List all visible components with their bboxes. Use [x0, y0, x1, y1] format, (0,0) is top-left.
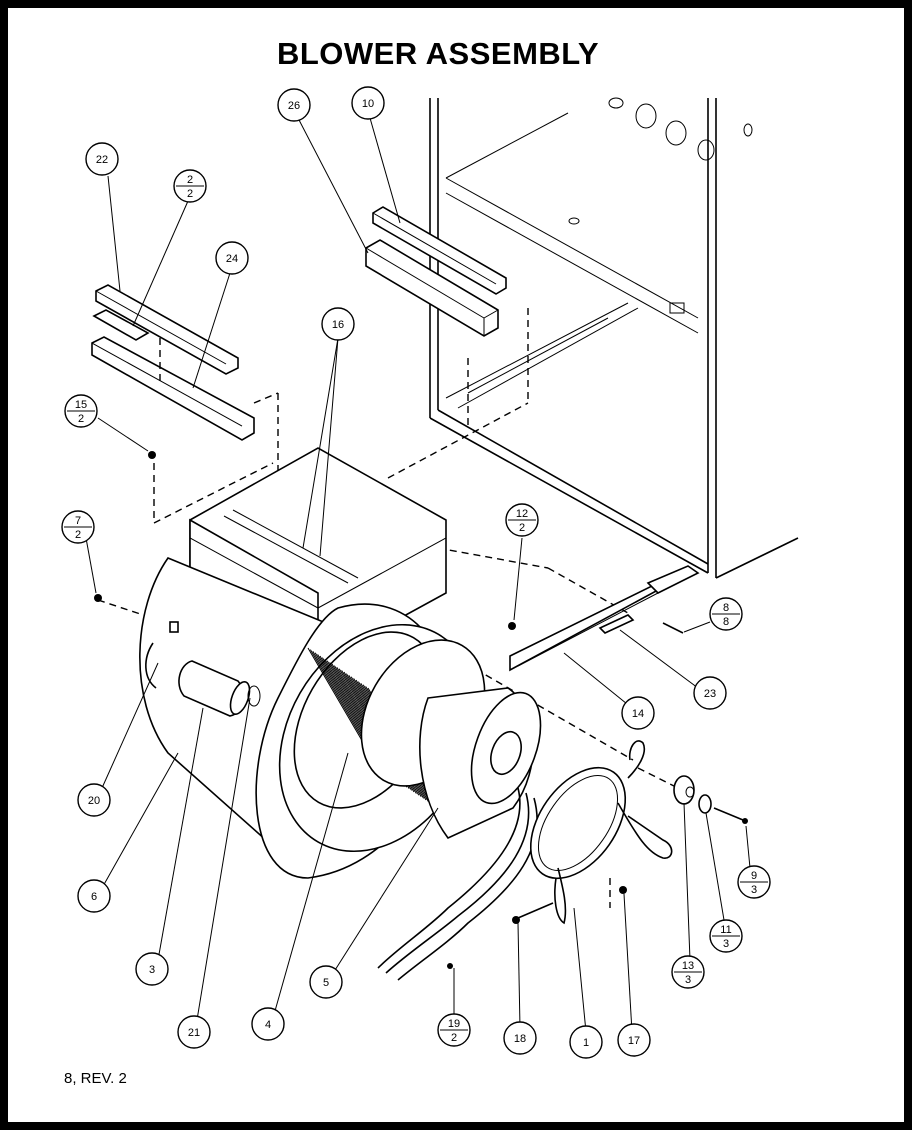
callout-26: 26	[277, 88, 311, 122]
callout-4: 4	[251, 1007, 285, 1041]
callout-6: 6	[77, 879, 111, 913]
callout-11-3-number: 11	[720, 924, 731, 936]
exploded-view-drawing: 22 22 24 26 10 16 152 72 122 88 23 14 20…	[61, 86, 799, 1059]
callout-7-2-number: 7	[75, 515, 81, 527]
callout-4-number: 4	[265, 1019, 271, 1031]
callout-26-number: 26	[288, 100, 300, 112]
callout-18-number: 18	[514, 1033, 526, 1045]
callout-9-3: 93	[737, 865, 771, 899]
callout-7-2-sheet: 2	[75, 529, 81, 541]
callout-5: 5	[309, 965, 343, 999]
callout-2-2-number: 2	[187, 174, 193, 186]
callout-14-number: 14	[632, 708, 644, 720]
callout-13-3-sheet: 3	[685, 974, 691, 986]
callout-17-number: 17	[628, 1035, 640, 1047]
callout-19-2-sheet: 2	[451, 1032, 457, 1044]
fasteners	[94, 451, 684, 969]
bushing-washer-bolt	[673, 775, 748, 824]
callout-8-8-number: 8	[723, 602, 729, 614]
callout-24-number: 24	[226, 253, 238, 265]
callout-11-3-sheet: 3	[723, 938, 729, 950]
callout-22: 22	[85, 142, 119, 176]
callout-2-2-sheet: 2	[187, 188, 193, 200]
callout-20: 20	[77, 783, 111, 817]
cabinet	[429, 97, 799, 579]
callout-3-number: 3	[149, 964, 155, 976]
callout-14: 14	[621, 696, 655, 730]
motor	[377, 687, 542, 981]
callout-15-2-number: 15	[75, 399, 87, 411]
callout-8-8: 88	[709, 597, 743, 631]
callout-19-2-number: 19	[448, 1018, 460, 1030]
leader-lines	[85, 117, 751, 1033]
callout-16: 16	[321, 307, 355, 341]
callout-17: 17	[617, 1023, 651, 1057]
callout-9-3-sheet: 3	[751, 884, 757, 896]
capacitor	[145, 621, 261, 717]
callout-16-number: 16	[332, 319, 344, 331]
callout-22-number: 22	[96, 154, 108, 166]
callout-12-2-sheet: 2	[519, 522, 525, 534]
callout-21: 21	[177, 1015, 211, 1049]
callout-5-number: 5	[323, 977, 329, 989]
callout-23-number: 23	[704, 688, 716, 700]
callout-13-3-number: 13	[682, 960, 694, 972]
bracket-14-23	[509, 565, 700, 672]
diagram-title: BLOWER ASSEMBLY	[276, 36, 600, 71]
callout-2-2: 22	[173, 169, 207, 203]
motor-mount	[529, 740, 673, 925]
callout-9-3-number: 9	[751, 870, 757, 882]
callout-15-2-sheet: 2	[78, 413, 84, 425]
callout-1-number: 1	[583, 1037, 589, 1049]
callout-24: 24	[215, 241, 249, 275]
callout-12-2: 122	[505, 503, 539, 537]
callout-12-2-number: 12	[516, 508, 528, 520]
callout-10-number: 10	[362, 98, 374, 110]
callout-21-number: 21	[188, 1027, 200, 1039]
rail-26-and-10	[365, 206, 507, 337]
callout-11-3: 113	[709, 919, 743, 953]
callout-7-2: 72	[61, 510, 95, 544]
revision-footer: 8, REV. 2	[64, 1070, 127, 1087]
callout-23: 23	[693, 676, 727, 710]
callout-18: 18	[503, 1021, 537, 1055]
callout-20-number: 20	[88, 795, 100, 807]
callout-1: 1	[569, 1025, 603, 1059]
callout-10: 10	[351, 86, 385, 120]
callout-6-number: 6	[91, 891, 97, 903]
callout-19-2: 192	[437, 1013, 471, 1047]
callouts: 22 22 24 26 10 16 152 72 122 88 23 14 20…	[61, 86, 771, 1059]
callout-13-3: 133	[671, 955, 705, 989]
callout-3: 3	[135, 952, 169, 986]
callout-8-8-sheet: 8	[723, 616, 729, 628]
callout-15-2: 152	[64, 394, 98, 428]
diagram-sheet: BLOWER ASSEMBLY	[8, 8, 904, 1122]
